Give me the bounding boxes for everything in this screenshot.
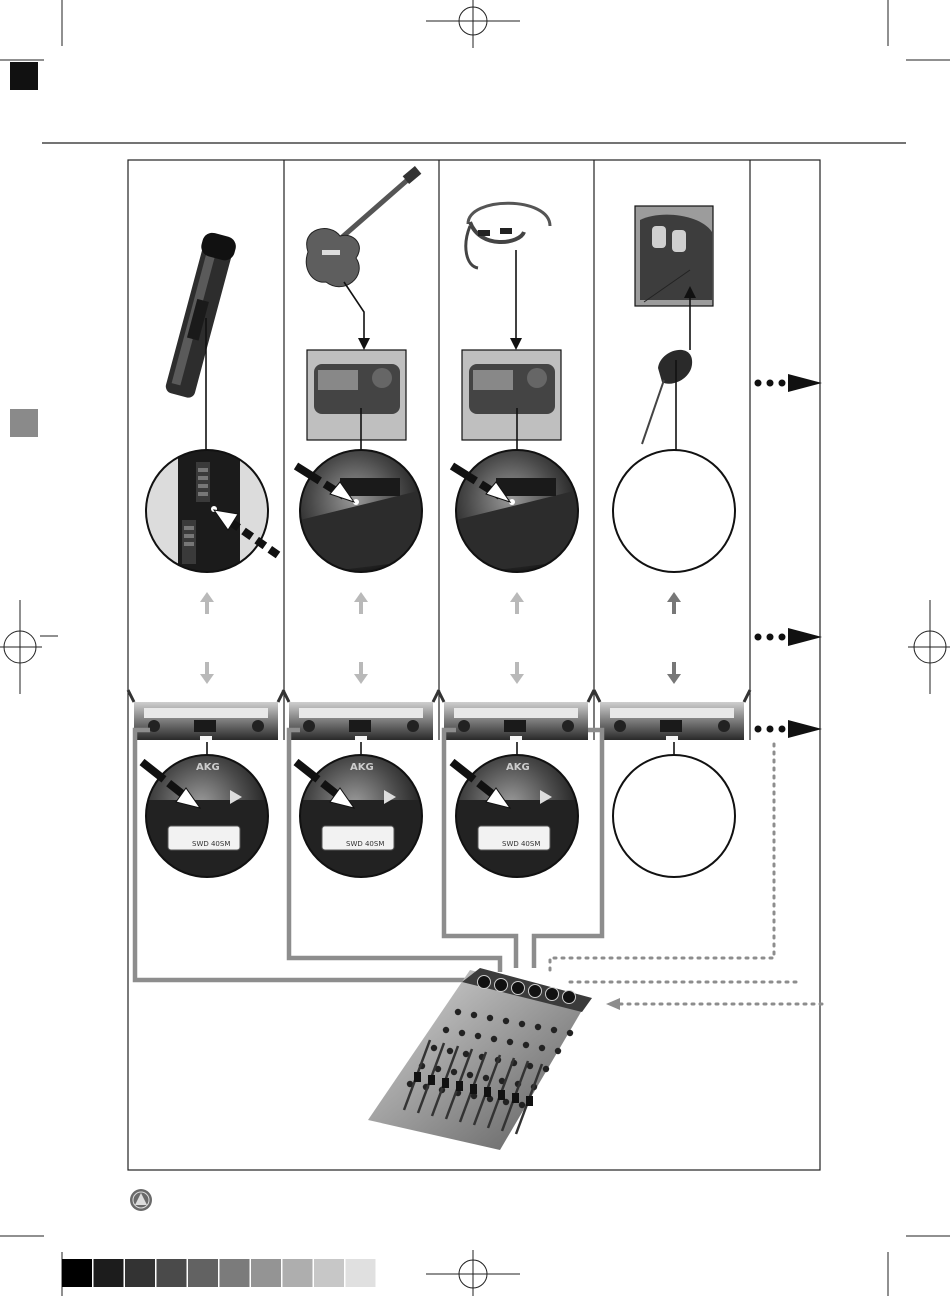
color-calibration-bar <box>62 1259 376 1287</box>
receiver-unit <box>438 690 594 740</box>
akg-logo: AKG <box>506 762 530 773</box>
color-swatch <box>94 1259 124 1287</box>
section-marker-gray <box>10 409 38 437</box>
color-swatch <box>125 1259 155 1287</box>
receiver-zoom-3: SWD 40SM AKG <box>452 742 578 877</box>
receiver-unit <box>128 690 284 740</box>
color-swatch <box>251 1259 281 1287</box>
bodypack-led-zoom-guitar <box>296 450 422 575</box>
empty-zoom-circle <box>613 450 735 572</box>
link-arrows <box>200 592 681 684</box>
handheld-led-zoom <box>146 445 278 575</box>
clip-on-transmitter <box>642 286 696 452</box>
color-swatch <box>62 1259 92 1287</box>
receiver-model-label: SWD 40SM <box>346 840 384 848</box>
downlink-arrow <box>354 662 368 684</box>
downlink-arrow <box>510 662 524 684</box>
akg-logo: AKG <box>350 762 374 773</box>
akg-logo: AKG <box>196 762 220 773</box>
headset-microphone <box>466 203 550 350</box>
receiver-unit <box>594 690 750 740</box>
bodypack-transmitter-headset <box>462 350 561 452</box>
receiver-zoom-4-empty <box>613 742 735 877</box>
footer-logo <box>130 1189 152 1211</box>
color-swatch <box>346 1259 376 1287</box>
continuation-arrows <box>755 374 823 738</box>
color-swatch <box>283 1259 313 1287</box>
instrument-photo <box>635 206 713 306</box>
dotted-input-arrow <box>606 998 620 1010</box>
bodypack-transmitter-guitar <box>307 350 406 452</box>
mixing-console <box>368 968 592 1150</box>
uplink-arrow <box>510 592 524 614</box>
color-swatch <box>220 1259 250 1287</box>
receiver-model-label: SWD 40SM <box>502 840 540 848</box>
electric-guitar <box>306 166 421 350</box>
receiver-model-label: SWD 40SM <box>192 840 230 848</box>
section-marker-black <box>10 62 38 90</box>
receiver-zoom-1: SWD 40SM AKG <box>142 742 268 877</box>
uplink-arrow <box>200 592 214 614</box>
bodypack-led-zoom-headset <box>452 450 578 575</box>
handheld-microphone <box>162 231 238 452</box>
color-swatch <box>314 1259 344 1287</box>
color-swatch <box>157 1259 187 1287</box>
receiver-unit <box>283 690 439 740</box>
downlink-arrow <box>200 662 214 684</box>
downlink-arrow <box>667 662 681 684</box>
uplink-arrow <box>354 592 368 614</box>
color-swatch <box>188 1259 218 1287</box>
receiver-zoom-2: SWD 40SM AKG <box>296 742 422 877</box>
uplink-arrow <box>667 592 681 614</box>
